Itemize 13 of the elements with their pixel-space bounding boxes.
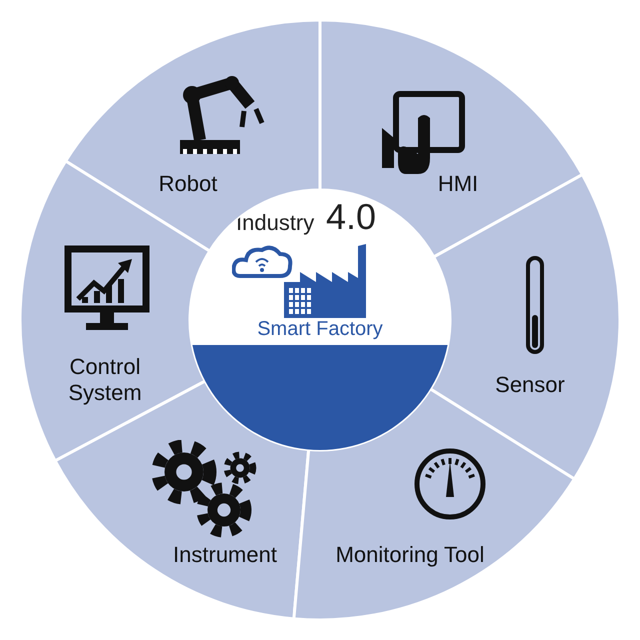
circle-segment <box>319 20 583 257</box>
segment-label: Sensor <box>495 372 565 398</box>
circle-segment <box>55 381 309 619</box>
segment-label: Monitoring Tool <box>335 542 485 568</box>
segment-label: Control System <box>67 354 143 406</box>
heading-text: Industry <box>236 210 314 236</box>
circle-segment <box>65 20 320 252</box>
segment-label: Instrument <box>173 542 277 568</box>
circle-segment <box>430 174 620 479</box>
segment-label: Robot <box>158 171 218 197</box>
heading-number: 4.0 <box>326 196 376 238</box>
segment-label: HMI <box>438 171 478 197</box>
subtitle-text: Smart Factory <box>256 318 384 341</box>
